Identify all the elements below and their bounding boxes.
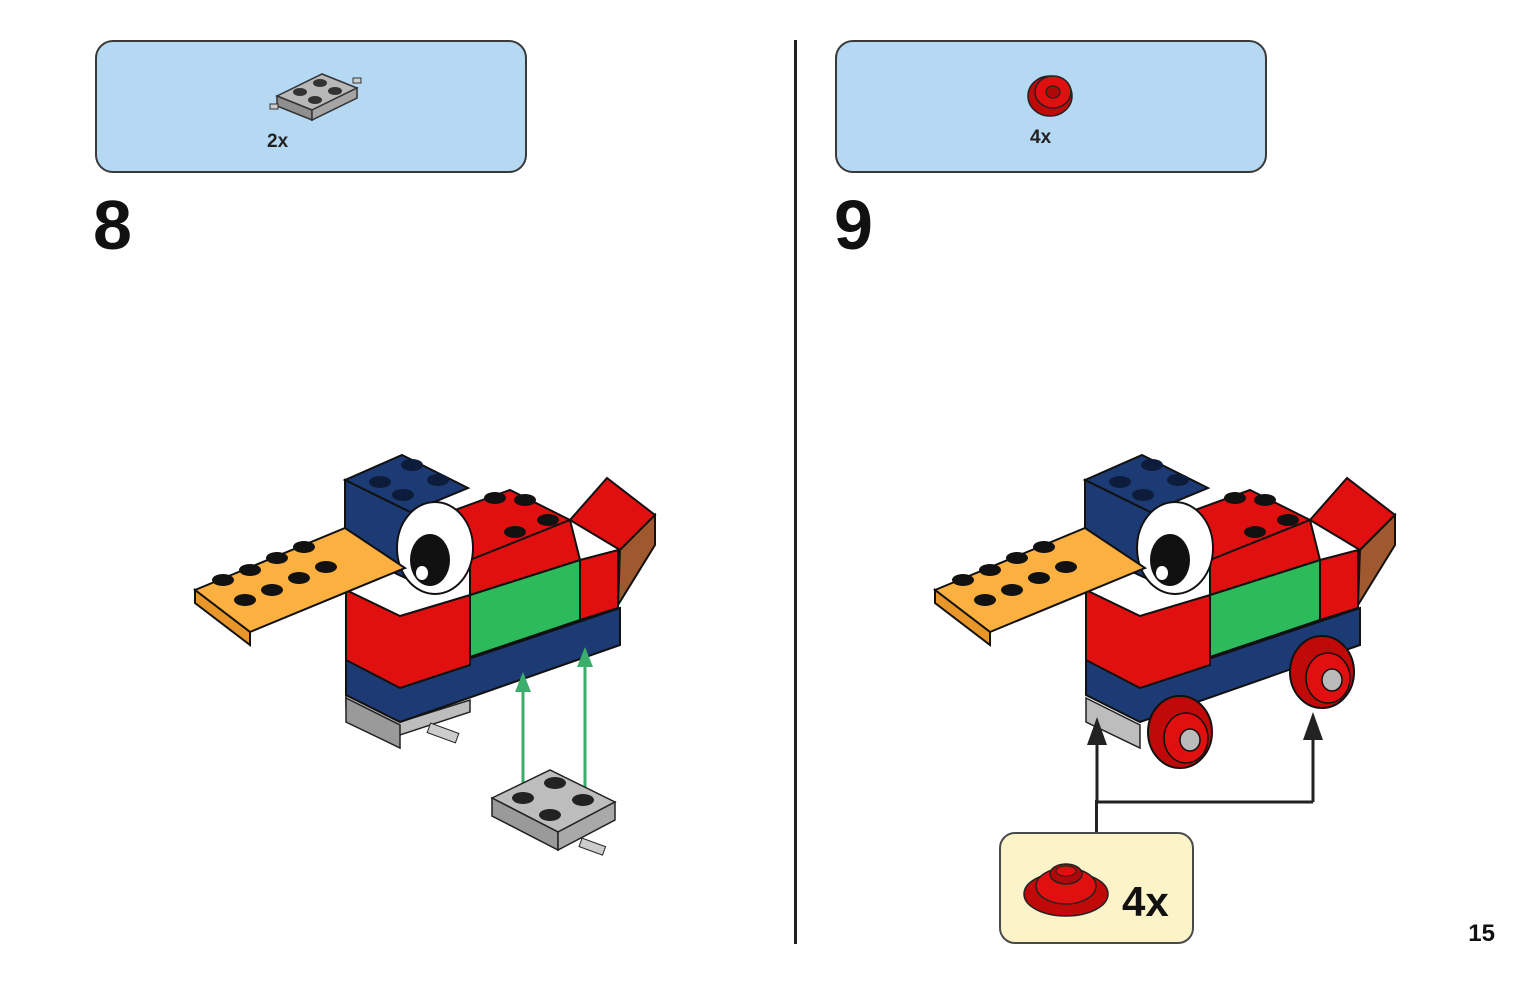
red-wheel-icon xyxy=(1023,863,1109,917)
step-9-sub-callout-qty: 4x xyxy=(1122,878,1169,925)
step-8-parts-callout: 2x xyxy=(95,40,527,173)
red-wheel-icon xyxy=(1027,75,1073,117)
step-divider xyxy=(794,40,797,944)
step-8-assembly-illustration xyxy=(193,453,657,856)
arrow-connector xyxy=(1095,800,1098,832)
page-number: 15 xyxy=(1468,920,1495,947)
step-9-number: 9 xyxy=(834,186,873,264)
step-8-number: 8 xyxy=(93,186,132,264)
step-9-assembly-illustration xyxy=(933,453,1397,804)
step-9-sub-callout xyxy=(999,832,1194,944)
step-9-parts-callout: 4x xyxy=(835,40,1267,173)
step-8-part-qty: 2x xyxy=(267,131,289,152)
step-9-part-qty: 4x xyxy=(1030,127,1052,148)
gray-wheel-holder-plate-icon xyxy=(269,73,362,122)
